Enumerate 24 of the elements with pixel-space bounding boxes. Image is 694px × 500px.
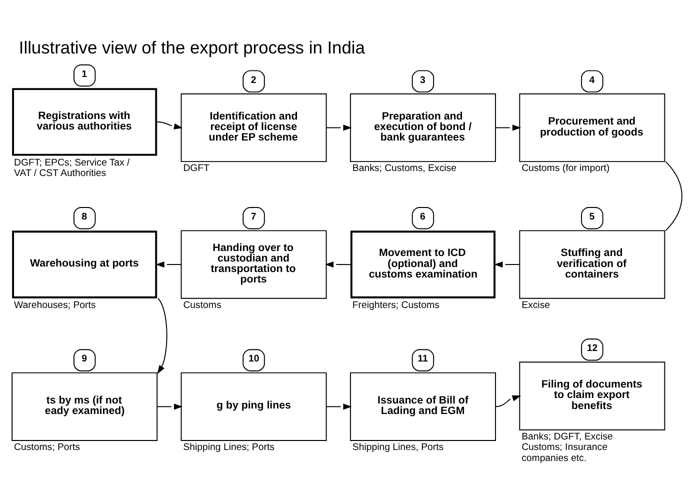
node-label: Banks; DGFT, Excise Customs; Insurance companies etc. — [522, 431, 613, 464]
node-label: Customs (for import) — [522, 162, 610, 174]
node-label: Customs — [183, 300, 222, 311]
node-label: Warehouses; Ports — [14, 300, 96, 311]
arrow — [156, 403, 183, 410]
node-label: Shipping Lines; Ports — [183, 442, 274, 453]
arrow — [495, 124, 522, 130]
arrow — [324, 260, 351, 268]
arrow — [326, 403, 352, 410]
node-label: Freighters; Customs — [352, 300, 440, 311]
node-label: DGFT; EPCs; Service Tax / VAT / CST Authorities — [14, 156, 130, 179]
node-label: Customs; Ports — [14, 442, 80, 453]
node-label: Excise — [522, 300, 550, 311]
connector — [665, 160, 682, 231]
arrow — [156, 120, 183, 129]
arrow — [326, 124, 352, 130]
diagram-title: Illustrative view of the export process in India — [18, 37, 365, 58]
node-label: DGFT — [183, 162, 210, 174]
arrow — [495, 394, 522, 407]
node-label: Banks; Customs, Excise — [352, 162, 456, 174]
arrow — [157, 297, 168, 374]
arrow — [494, 260, 520, 268]
arrow — [156, 260, 182, 268]
node-label: Shipping Lines, Ports — [352, 442, 444, 453]
